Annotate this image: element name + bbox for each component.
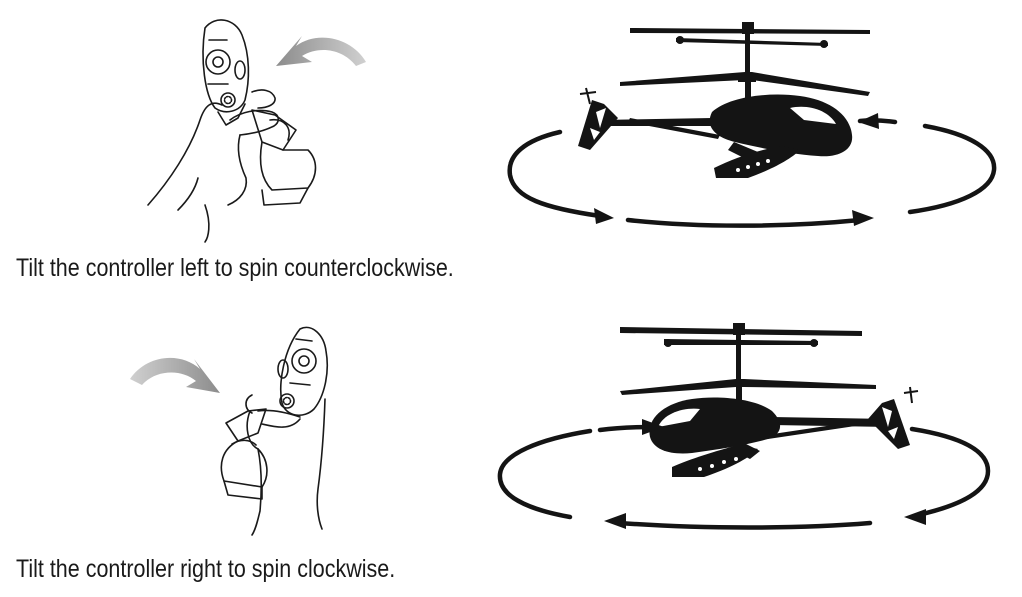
tilt-arrow-icon (130, 357, 220, 393)
caption-ccw: Tilt the controller left to spin counter… (16, 254, 454, 282)
caption-cw: Tilt the controller right to spin clockw… (16, 555, 396, 583)
rotation-arrowheads (604, 419, 926, 529)
helicopter-icon (578, 22, 870, 178)
helicopter-icon (620, 323, 919, 477)
instruction-ccw: Tilt the controller left to spin counter… (0, 0, 1022, 298)
rotation-arrowheads (594, 113, 879, 226)
instruction-cw: Tilt the controller right to spin clockw… (0, 299, 1022, 597)
hand-controller-icon (147, 19, 317, 243)
illustration-cw (130, 323, 991, 536)
rotation-arrows-icon (507, 118, 997, 228)
tilt-arrow-icon (276, 36, 366, 66)
helicopter-details (658, 407, 898, 471)
illustration-ccw (147, 19, 997, 243)
hand-controller-icon (220, 326, 329, 536)
helicopter-details (590, 106, 836, 172)
